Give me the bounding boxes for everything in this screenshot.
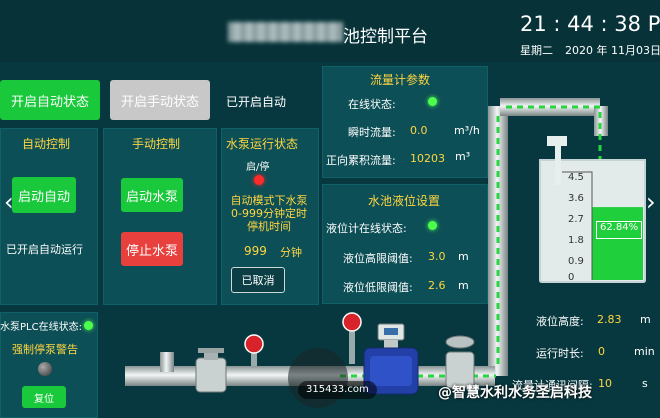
title-blur: [228, 22, 343, 42]
tank-scale-3: 1.8: [568, 235, 584, 246]
pressure-gauge-mid: [342, 312, 362, 364]
plc-online-indicator: [84, 321, 93, 330]
auto-control-title: 自动控制: [22, 137, 71, 151]
high-threshold-unit: m: [458, 250, 469, 263]
level-setting-panel: [322, 184, 488, 304]
comm-interval-label: 流量计通讯间隔:: [512, 379, 593, 392]
chevron-right-icon[interactable]: ›: [646, 188, 656, 216]
runtime-value: 0: [598, 345, 605, 358]
runtime-label: 运行时长:: [536, 347, 584, 360]
tank-water-fill: [592, 207, 643, 280]
manual-control-title: 手动控制: [132, 137, 181, 151]
level-height-value: 2.83: [597, 313, 622, 326]
flow-panel-title: 流量计参数: [370, 73, 431, 87]
high-threshold-value[interactable]: 3.0: [428, 250, 446, 263]
pump-timer-value[interactable]: 999: [244, 244, 267, 258]
instant-flow-value: 0.0: [410, 124, 428, 137]
tank-sensor-cap: [547, 136, 567, 146]
tank-sensor-rod: [555, 140, 561, 185]
plc-online-label: 水泵PLC在线状态:: [0, 322, 82, 333]
flow-dashes-top: [506, 105, 602, 160]
runtime-unit: min: [634, 345, 655, 358]
flow-meter-panel: [322, 66, 488, 178]
start-auto-button[interactable]: 启动自动: [12, 177, 76, 213]
tank-gauge-bracket: [562, 171, 593, 280]
tank-scale-2: 2.7: [568, 214, 584, 225]
pump-timer-description: 自动模式下水泵 0-999分钟定时 停机时间: [230, 194, 308, 233]
auto-control-panel: [0, 128, 98, 305]
pump-status-title: 水泵运行状态: [226, 137, 299, 151]
reset-button[interactable]: 复位: [22, 386, 66, 408]
clock-date: 2020 年 11月03日: [565, 44, 660, 57]
tank-fill-percent-box: [596, 221, 642, 239]
flow-online-indicator: [428, 97, 437, 106]
tank-fill-percent: 62.84%: [600, 222, 639, 233]
instant-flow-unit: m³/h: [454, 124, 480, 137]
manual-mode-button[interactable]: 开启手动状态: [110, 80, 210, 120]
auto-run-status: 已开启自动运行: [6, 243, 83, 256]
low-threshold-label: 液位低限阈值:: [343, 281, 413, 294]
clock-weekday: 星期二: [520, 44, 553, 57]
high-threshold-label: 液位高限阈值:: [343, 252, 413, 265]
tank-scale-4: 0.9: [568, 256, 584, 267]
total-flow-label: 正向累积流量:: [326, 154, 396, 167]
watermark-right: @智慧水利水务圣启科技: [438, 385, 592, 401]
left-pipe-stub: [160, 352, 174, 372]
level-height-label: 液位高度:: [536, 315, 584, 328]
valve-right: [445, 335, 475, 389]
logo-shadow: [288, 348, 348, 408]
manual-control-panel: [103, 128, 217, 305]
total-flow-value: 10203: [410, 152, 445, 165]
mode-status: 已开启自动: [226, 95, 287, 109]
level-height-unit: m: [640, 313, 651, 326]
level-online-label: 液位计在线状态:: [326, 222, 407, 235]
tank-scale-0: 4.5: [568, 172, 584, 183]
comm-interval-value: 10: [598, 377, 612, 390]
pump-run-label: 启/停: [246, 162, 270, 173]
pressure-gauge-left: [244, 334, 264, 366]
pump-run-indicator: [254, 175, 264, 185]
water-tank: [539, 136, 646, 283]
page-title: 池控制平台: [343, 27, 428, 47]
flow-meter-device: [363, 323, 419, 395]
tank-scale-5: 0: [568, 272, 575, 283]
stop-pump-button[interactable]: 停止水泵: [121, 232, 183, 266]
start-pump-button[interactable]: 启动水泵: [121, 178, 183, 212]
watermark-left: 315433.com: [298, 381, 377, 399]
comm-interval-unit: s: [642, 377, 648, 390]
tank-scale-1: 3.6: [568, 193, 584, 204]
flow-online-label: 在线状态:: [348, 98, 396, 111]
level-online-indicator: [428, 221, 437, 230]
watermark-left-text: 315433.com: [306, 384, 369, 395]
total-flow-unit: m³: [455, 150, 471, 163]
chevron-left-icon[interactable]: ‹: [4, 188, 14, 216]
instant-flow-label: 瞬时流量:: [348, 126, 396, 139]
pump-cancel-button[interactable]: 已取消: [231, 267, 285, 293]
clock-time: 21 : 44 : 38 PM: [520, 12, 660, 36]
auto-mode-button[interactable]: 开启自动状态: [0, 80, 100, 120]
force-stop-warning: 强制停泵警告: [12, 343, 78, 356]
tank-inlet-pipe: [594, 106, 608, 136]
low-threshold-unit: m: [458, 279, 469, 292]
valve-left: [195, 348, 227, 393]
warning-lamp: [38, 362, 52, 376]
low-threshold-value[interactable]: 2.6: [428, 279, 446, 292]
level-panel-title: 水池液位设置: [368, 194, 441, 208]
pump-timer-unit: 分钟: [280, 246, 302, 259]
